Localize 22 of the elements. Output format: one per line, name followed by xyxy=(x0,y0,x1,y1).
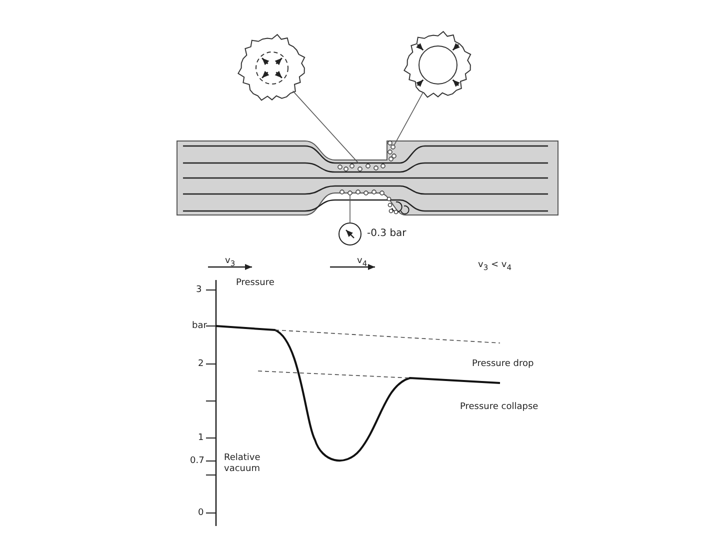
pressure-reading: -0.3 bar xyxy=(367,228,406,239)
tick-label: 3 xyxy=(196,285,202,296)
velocity-relation: v$_{3}$ < v$_{4}$ xyxy=(478,260,512,273)
curve-label: Pressure collapse xyxy=(460,402,538,413)
region-label: Relative vacuum xyxy=(224,453,262,475)
leader-line xyxy=(292,90,360,164)
tick-label: 2 xyxy=(198,359,204,370)
pressure-gauge-icon xyxy=(338,222,362,246)
velocity-label: v$_{3}$ xyxy=(225,256,236,269)
bubble-cluster xyxy=(338,164,386,172)
axis-title: Pressure xyxy=(236,278,274,289)
bubble-cluster xyxy=(340,190,384,196)
bubble-growth-drawing xyxy=(238,34,306,101)
curve-label: Pressure drop xyxy=(472,359,534,370)
tick-label: 0 xyxy=(198,508,204,519)
tick-label: 0.7 xyxy=(190,456,204,467)
velocity-label: v$_{4}$ xyxy=(357,256,368,269)
bubble-cluster xyxy=(388,140,396,162)
leader-line xyxy=(393,92,424,146)
unit-label: bar xyxy=(192,321,207,332)
bubble-collapse-drawing xyxy=(404,30,472,98)
tick-label: 1 xyxy=(198,433,204,444)
